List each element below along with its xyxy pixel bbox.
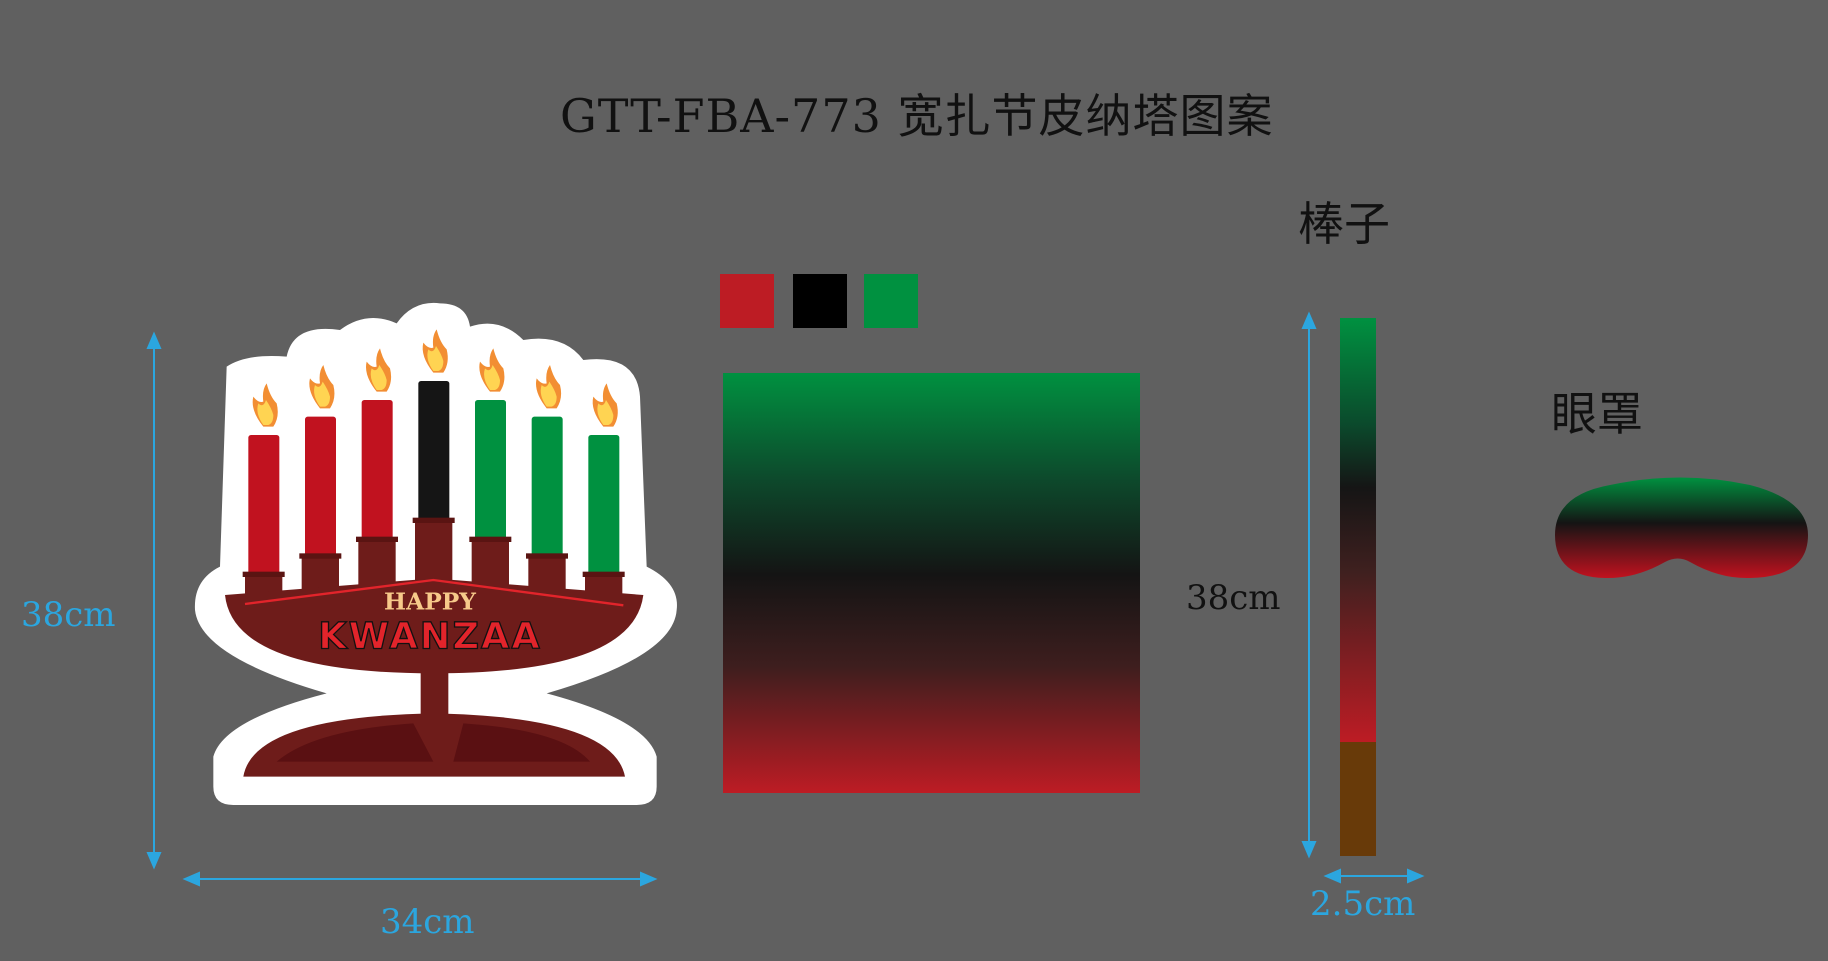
pinata-width-label: 34cm [380, 902, 475, 942]
stick-handle [1340, 742, 1376, 856]
stick-title: 棒子 [1298, 197, 1390, 251]
swatch-green [864, 274, 918, 328]
greeting-happy: HAPPY [384, 587, 476, 615]
pinata-height-label: 38cm [21, 595, 116, 635]
eye-mask-shape [1555, 477, 1808, 579]
candles [248, 381, 620, 575]
stick-height-label: 38cm [1186, 578, 1281, 618]
swatch-red [720, 274, 774, 328]
kinara-illustration: HAPPY KWANZAA [194, 302, 677, 805]
candle-holders [225, 517, 644, 777]
stick-width-label: 2.5cm [1310, 884, 1416, 924]
eye-mask-title: 眼罩 [1551, 387, 1643, 441]
stick-body [1340, 318, 1376, 742]
page-title: GTT-FBA-773 宽扎节皮纳塔图案 [560, 89, 1274, 143]
swatch-black [793, 274, 847, 328]
greeting-kwanzaa: KWANZAA [318, 614, 542, 657]
gradient-pattern-panel [723, 373, 1140, 793]
